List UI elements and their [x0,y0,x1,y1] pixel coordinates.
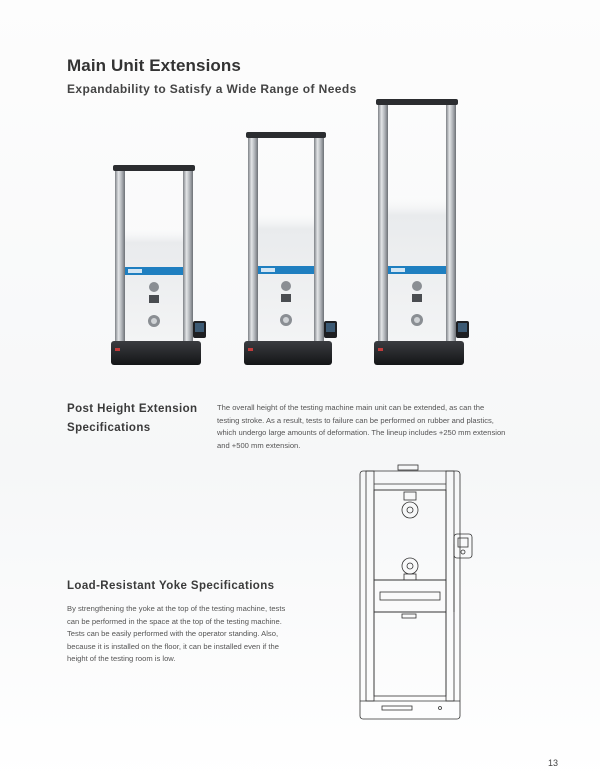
page-subtitle: Expandability to Satisfy a Wide Range of… [67,82,357,96]
post-height-heading: Post Height Extension Specifications [67,403,198,434]
machine-500mm-extension [374,99,469,365]
post-height-body: The overall height of the testing machin… [217,403,506,450]
yoke-heading: Load-Resistant Yoke Specifications [67,580,275,592]
testing-machines-image [111,99,469,365]
page-number: 13 [548,758,559,768]
page-title: Main Unit Extensions [67,56,241,75]
machine-250mm-extension [244,132,337,365]
yoke-machine-drawing [359,464,473,720]
machine-standard [111,165,206,365]
yoke-body: By strengthening the yoke at the top of … [67,604,286,664]
